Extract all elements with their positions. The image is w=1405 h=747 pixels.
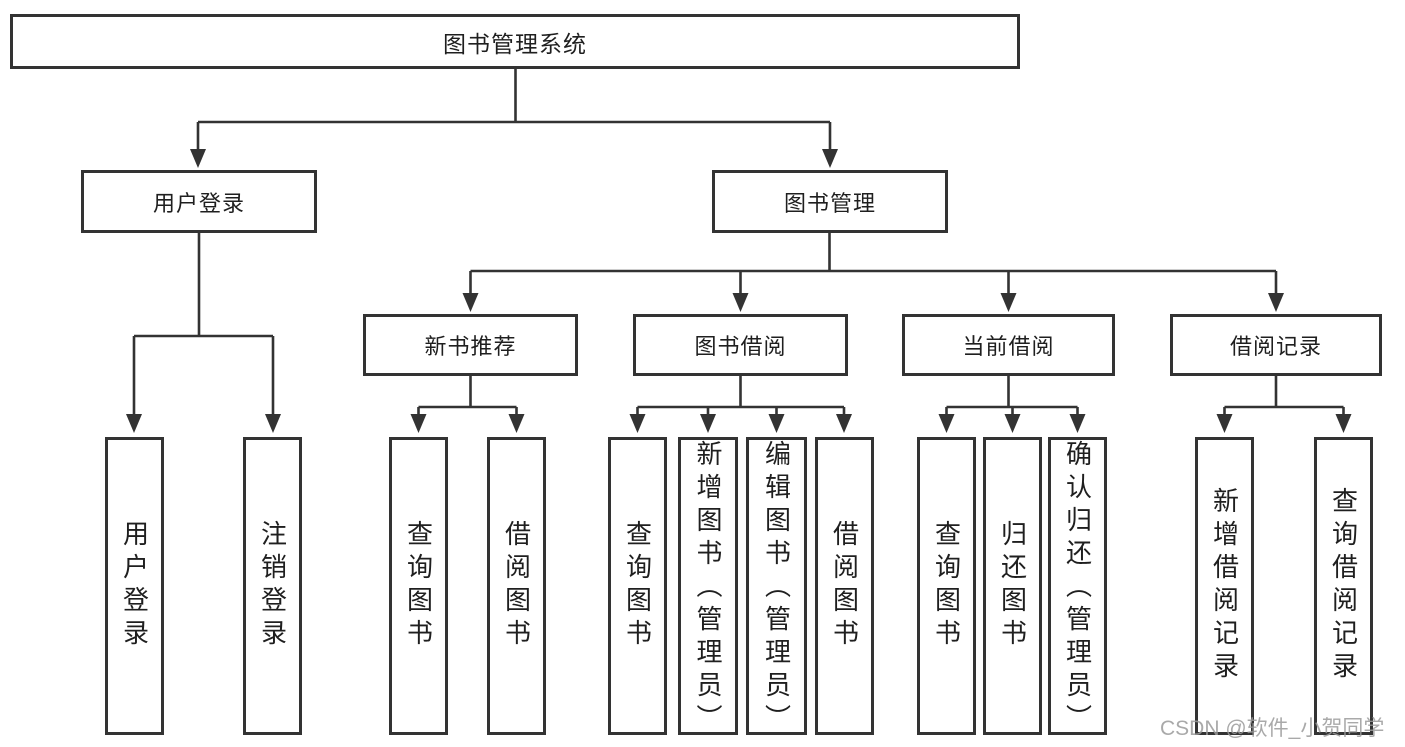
leaf-label: 归还图书 bbox=[997, 520, 1028, 652]
arrowhead bbox=[410, 414, 427, 433]
arrowhead bbox=[1004, 414, 1021, 433]
arrowhead bbox=[462, 293, 479, 312]
leaf-query-books-current: 查询图书 bbox=[917, 437, 976, 735]
arrowhead bbox=[822, 149, 838, 168]
arrowhead bbox=[700, 414, 716, 433]
leaf-borrow-books: 借阅图书 bbox=[815, 437, 874, 735]
leaf-label: 新增图书（管理员） bbox=[693, 440, 723, 737]
leaf-label: 借阅图书 bbox=[829, 520, 860, 652]
node-label: 当前借阅 bbox=[962, 334, 1055, 359]
node-book-borrow: 图书借阅 bbox=[633, 314, 848, 376]
node-borrow-record: 借阅记录 bbox=[1170, 314, 1382, 376]
node-label: 新书推荐 bbox=[424, 334, 517, 359]
node-label: 用户登录 bbox=[152, 190, 245, 216]
leaf-add-borrow-record: 新增借阅记录 bbox=[1195, 437, 1254, 735]
arrowhead bbox=[732, 293, 749, 312]
leaf-return-books: 归还图书 bbox=[983, 437, 1042, 735]
arrowhead bbox=[265, 414, 281, 433]
node-label: 图书管理系统 bbox=[443, 30, 587, 57]
node-label: 借阅记录 bbox=[1229, 334, 1322, 359]
node-book-management: 图书管理 bbox=[712, 170, 948, 233]
leaf-label: 用户登录 bbox=[119, 520, 150, 652]
leaf-query-books-recommend: 查询图书 bbox=[389, 437, 448, 735]
leaf-edit-book-admin: 编辑图书（管理员） bbox=[746, 437, 807, 737]
arrowhead bbox=[1000, 293, 1017, 312]
leaf-user-login: 用户登录 bbox=[105, 437, 164, 735]
arrowhead bbox=[629, 414, 646, 433]
node-root-system: 图书管理系统 bbox=[10, 14, 1020, 69]
node-label: 图书管理 bbox=[783, 190, 876, 216]
leaf-label: 查询借阅记录 bbox=[1328, 487, 1359, 685]
connector-recommend-to-leaves bbox=[417, 376, 518, 416]
arrowhead bbox=[508, 414, 525, 433]
leaf-query-borrow-record: 查询借阅记录 bbox=[1314, 437, 1373, 735]
leaf-label: 借阅图书 bbox=[501, 520, 532, 652]
node-label: 图书借阅 bbox=[694, 334, 787, 359]
leaf-query-books-borrow: 查询图书 bbox=[608, 437, 667, 735]
leaf-label: 查询图书 bbox=[931, 520, 962, 652]
connector-bookmgmt-to-level3 bbox=[469, 233, 1278, 295]
leaf-label: 查询图书 bbox=[403, 520, 434, 652]
arrowhead bbox=[768, 414, 785, 433]
arrowhead bbox=[1335, 414, 1352, 433]
leaf-add-book-admin: 新增图书（管理员） bbox=[678, 437, 738, 737]
leaf-label: 查询图书 bbox=[622, 520, 653, 652]
leaf-label: 编辑图书（管理员） bbox=[761, 440, 792, 737]
leaf-label: 确认归还（管理员） bbox=[1062, 440, 1093, 737]
arrowhead bbox=[126, 414, 142, 433]
leaf-label: 新增借阅记录 bbox=[1209, 487, 1240, 685]
node-current-borrow: 当前借阅 bbox=[902, 314, 1115, 376]
arrowhead bbox=[1069, 414, 1086, 433]
node-user-login: 用户登录 bbox=[81, 170, 317, 233]
connector-current-to-leaves bbox=[945, 376, 1079, 416]
arrowhead bbox=[1268, 293, 1284, 312]
arrowhead bbox=[1216, 414, 1233, 433]
leaf-logout: 注销登录 bbox=[243, 437, 302, 735]
connector-root-to-level2 bbox=[196, 69, 832, 151]
arrowhead bbox=[836, 414, 852, 433]
node-new-book-recommend: 新书推荐 bbox=[363, 314, 578, 376]
arrowhead bbox=[938, 414, 955, 433]
connector-borrow-to-leaves bbox=[636, 376, 846, 416]
leaf-label: 注销登录 bbox=[257, 520, 288, 652]
arrowhead bbox=[190, 149, 206, 168]
connector-userlogin-to-leaves bbox=[132, 233, 275, 416]
leaf-confirm-return-admin: 确认归还（管理员） bbox=[1048, 437, 1107, 737]
connector-record-to-leaves bbox=[1223, 376, 1345, 416]
leaf-borrow-books-recommend: 借阅图书 bbox=[487, 437, 546, 735]
csdn-watermark: CSDN @软件_小贺同学 bbox=[1160, 717, 1385, 740]
